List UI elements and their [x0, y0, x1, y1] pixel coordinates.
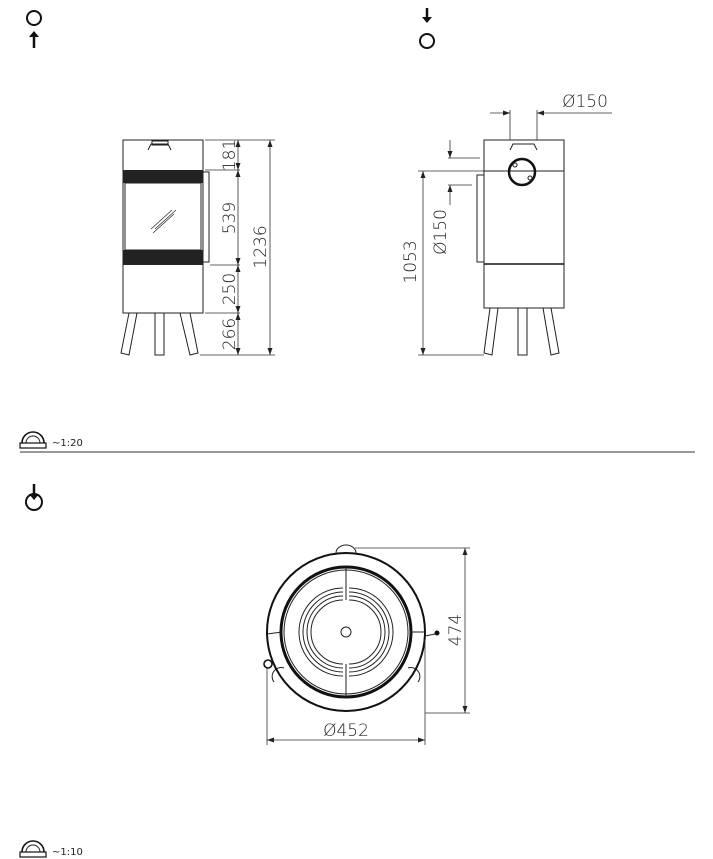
top-view-icon — [25, 484, 43, 511]
dim-250: 250 — [220, 273, 240, 305]
dim-474: 474 — [446, 614, 466, 646]
dim-1053: 1053 — [401, 240, 421, 283]
dim-266: 266 — [220, 318, 240, 350]
side-view: Ø150 Ø150 1053 — [401, 92, 612, 356]
dim-539: 539 — [220, 202, 240, 234]
dim-452-diameter: Ø452 — [323, 721, 369, 741]
front-view: 181 539 250 266 1236 — [120, 139, 275, 356]
dim-181: 181 — [220, 139, 240, 171]
flue-top-outlet-icon — [26, 10, 42, 48]
flue-rear-outlet-icon — [419, 8, 435, 49]
scale-ruler-icon — [19, 840, 47, 858]
scale-ruler-icon — [19, 431, 47, 449]
dim-1236: 1236 — [251, 225, 271, 268]
scale-plan: ~1:10 — [52, 847, 83, 858]
scale-elevation: ~1:20 — [52, 438, 83, 449]
dim-flue-rear-diameter: Ø150 — [431, 209, 451, 255]
top-view: 474 Ø452 — [263, 544, 470, 745]
dim-flue-top-diameter: Ø150 — [562, 92, 608, 112]
